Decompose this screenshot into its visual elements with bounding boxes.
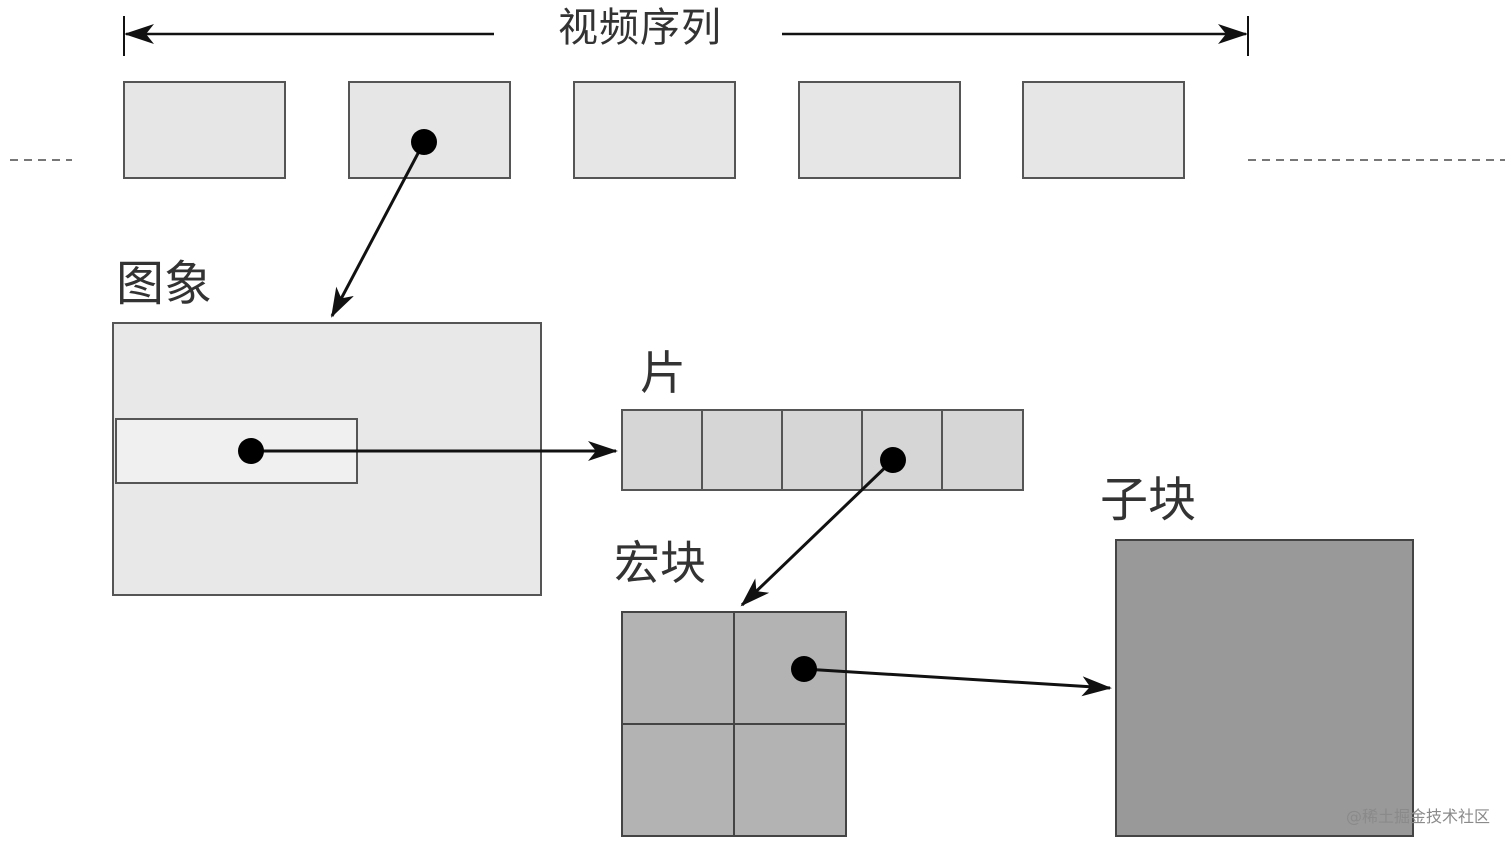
- slice-label: 片: [640, 346, 686, 400]
- slice-cell: [781, 409, 863, 491]
- subblock-selection-dot: [791, 656, 817, 682]
- macroblock-cell: [733, 723, 847, 837]
- macroblock-cell: [621, 723, 735, 837]
- slice-cell: [621, 409, 703, 491]
- watermark: @稀土掘金技术社区: [1345, 807, 1490, 826]
- video-sequence-label: 视频序列: [558, 5, 722, 51]
- video-frame: [123, 81, 286, 179]
- slice-selection-dot: [238, 438, 264, 464]
- video-frame: [1022, 81, 1185, 179]
- video-frame: [348, 81, 511, 179]
- video-frame: [573, 81, 736, 179]
- slice-strip: [621, 409, 1024, 491]
- macroblock-cell: [733, 611, 847, 725]
- macroblock-selection-dot: [880, 447, 906, 473]
- slice-cell: [701, 409, 783, 491]
- slice-to-macroblock-arrow: [740, 458, 895, 607]
- video-frame: [798, 81, 961, 179]
- sequence-span-indicator: [123, 16, 1249, 56]
- sub-block-box: [1115, 539, 1414, 837]
- macroblock-cell: [621, 611, 735, 725]
- video-frames: [123, 81, 1185, 179]
- macroblock-label: 宏块: [614, 536, 706, 590]
- frame-selection-dot: [411, 129, 437, 155]
- macroblock-to-subblock-arrow: [803, 667, 1112, 697]
- sub-block-label: 子块: [1100, 472, 1197, 528]
- slice-cell: [941, 409, 1024, 491]
- connectors: [238, 129, 1112, 697]
- picture-label: 图象: [116, 256, 213, 312]
- frame-to-picture-arrow: [330, 141, 426, 318]
- macroblock-grid: [621, 611, 847, 837]
